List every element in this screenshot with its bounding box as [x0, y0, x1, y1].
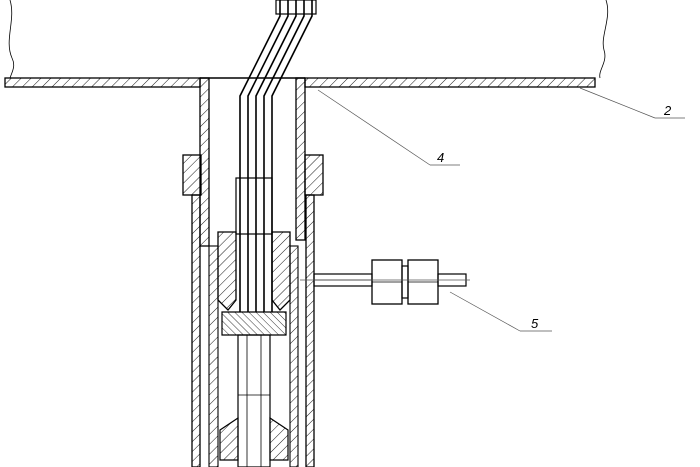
callout-5: 5	[531, 316, 539, 331]
bent-tubes	[239, 0, 317, 312]
vessel-body	[8, 0, 609, 79]
outer-sleeve	[182, 77, 324, 467]
leader-lines	[317, 87, 685, 332]
side-pipe	[300, 259, 470, 305]
callout-2: 2	[663, 103, 672, 118]
central-fitting	[217, 177, 291, 467]
callout-4: 4	[437, 150, 444, 165]
